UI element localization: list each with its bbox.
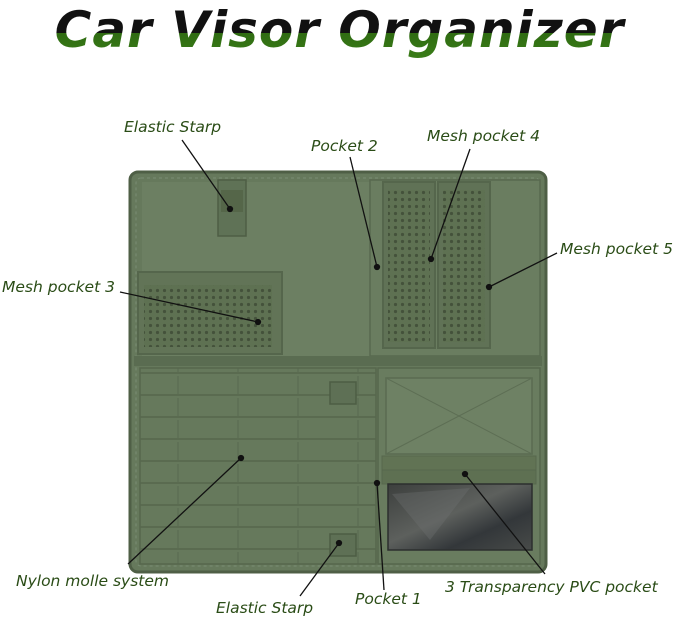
label-mesh-pocket-5: Mesh pocket 5 (560, 240, 673, 258)
label-pocket-1: Pocket 1 (355, 590, 422, 608)
mesh-pocket-3 (137, 271, 283, 355)
elastic-strap-bottom (329, 381, 357, 557)
label-pocket-2: Pocket 2 (311, 137, 378, 155)
label-mesh-pocket-3: Mesh pocket 3 (2, 278, 115, 296)
label-elastic-strap-bottom: Elastic Starp (216, 599, 314, 617)
pvc-pocket (387, 483, 533, 551)
label-mesh-pocket-4: Mesh pocket 4 (427, 127, 540, 145)
mesh-pocket-4 (382, 181, 436, 349)
top-panel (137, 179, 541, 358)
bottom-panel (139, 367, 541, 565)
mesh-pocket-5 (437, 181, 491, 349)
leader-lines (119, 139, 558, 597)
fold-seam (134, 356, 542, 366)
label-pvc-pocket: 3 Transparency PVC pocket (445, 578, 658, 596)
label-elastic-strap-top: Elastic Starp (124, 118, 222, 136)
label-nylon-molle: Nylon molle system (16, 572, 170, 590)
page-title: Car Visor Organizer (0, 2, 679, 58)
